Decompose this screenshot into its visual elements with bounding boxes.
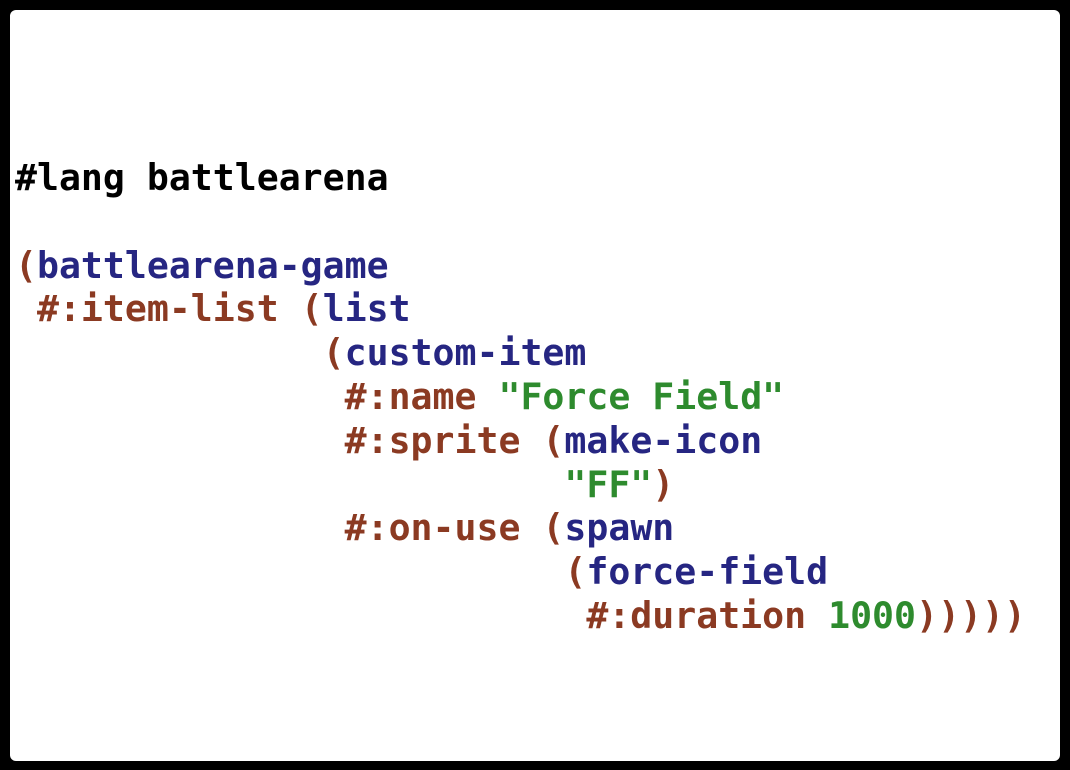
paren-token: ))))) [916,593,1026,637]
keyword-token: #:item-list [36,287,279,331]
code-text: #lang battlearena [15,156,389,199]
keyword-token: #:name [344,374,477,418]
identifier-token: list [322,287,411,331]
paren-token: ( [15,243,37,287]
code-line: (battlearena-game [15,244,1026,288]
code-area[interactable]: #lang battlearena(battlearena-game #:ite… [15,156,1026,638]
identifier-token: make-icon [564,418,763,462]
code-text [15,331,323,374]
code-text [520,506,542,549]
identifier-token: custom-item [344,331,587,375]
code-line: "FF") [15,463,1026,507]
keyword-token: #:on-use [344,506,521,550]
code-line: (custom-item [15,331,1026,375]
code-editor-panel[interactable]: #lang battlearena(battlearena-game #:ite… [10,10,1060,761]
identifier-token: battlearena-game [36,243,389,287]
paren-token: ) [652,462,675,506]
code-text [15,594,586,637]
paren-token: ( [542,506,565,550]
code-text [279,287,301,330]
string-token: "FF" [564,462,653,506]
code-line: (force-field [15,550,1026,594]
paren-token: ( [542,418,565,462]
number-token: 1000 [828,593,916,637]
code-text [15,375,345,418]
code-line [15,200,1026,244]
paren-token: ( [300,287,323,331]
code-line: #:item-list (list [15,287,1026,331]
paren-token: ( [322,331,345,375]
code-text [15,287,37,330]
code-text [15,419,345,462]
code-text [15,463,564,506]
paren-token: ( [564,550,587,594]
string-token: "Force Field" [498,374,785,418]
identifier-token: spawn [564,506,675,550]
code-line: #lang battlearena [15,156,1026,200]
code-text [15,506,345,549]
code-text [520,419,542,462]
code-text [15,550,564,593]
code-text [476,375,498,418]
code-line: #:sprite (make-icon [15,419,1026,463]
keyword-token: #:sprite [344,418,521,462]
code-line: #:on-use (spawn [15,506,1026,550]
code-line: #:name "Force Field" [15,375,1026,419]
identifier-token: force-field [586,550,829,594]
code-text [806,594,828,637]
keyword-token: #:duration [586,593,807,637]
code-line: #:duration 1000))))) [15,594,1026,638]
